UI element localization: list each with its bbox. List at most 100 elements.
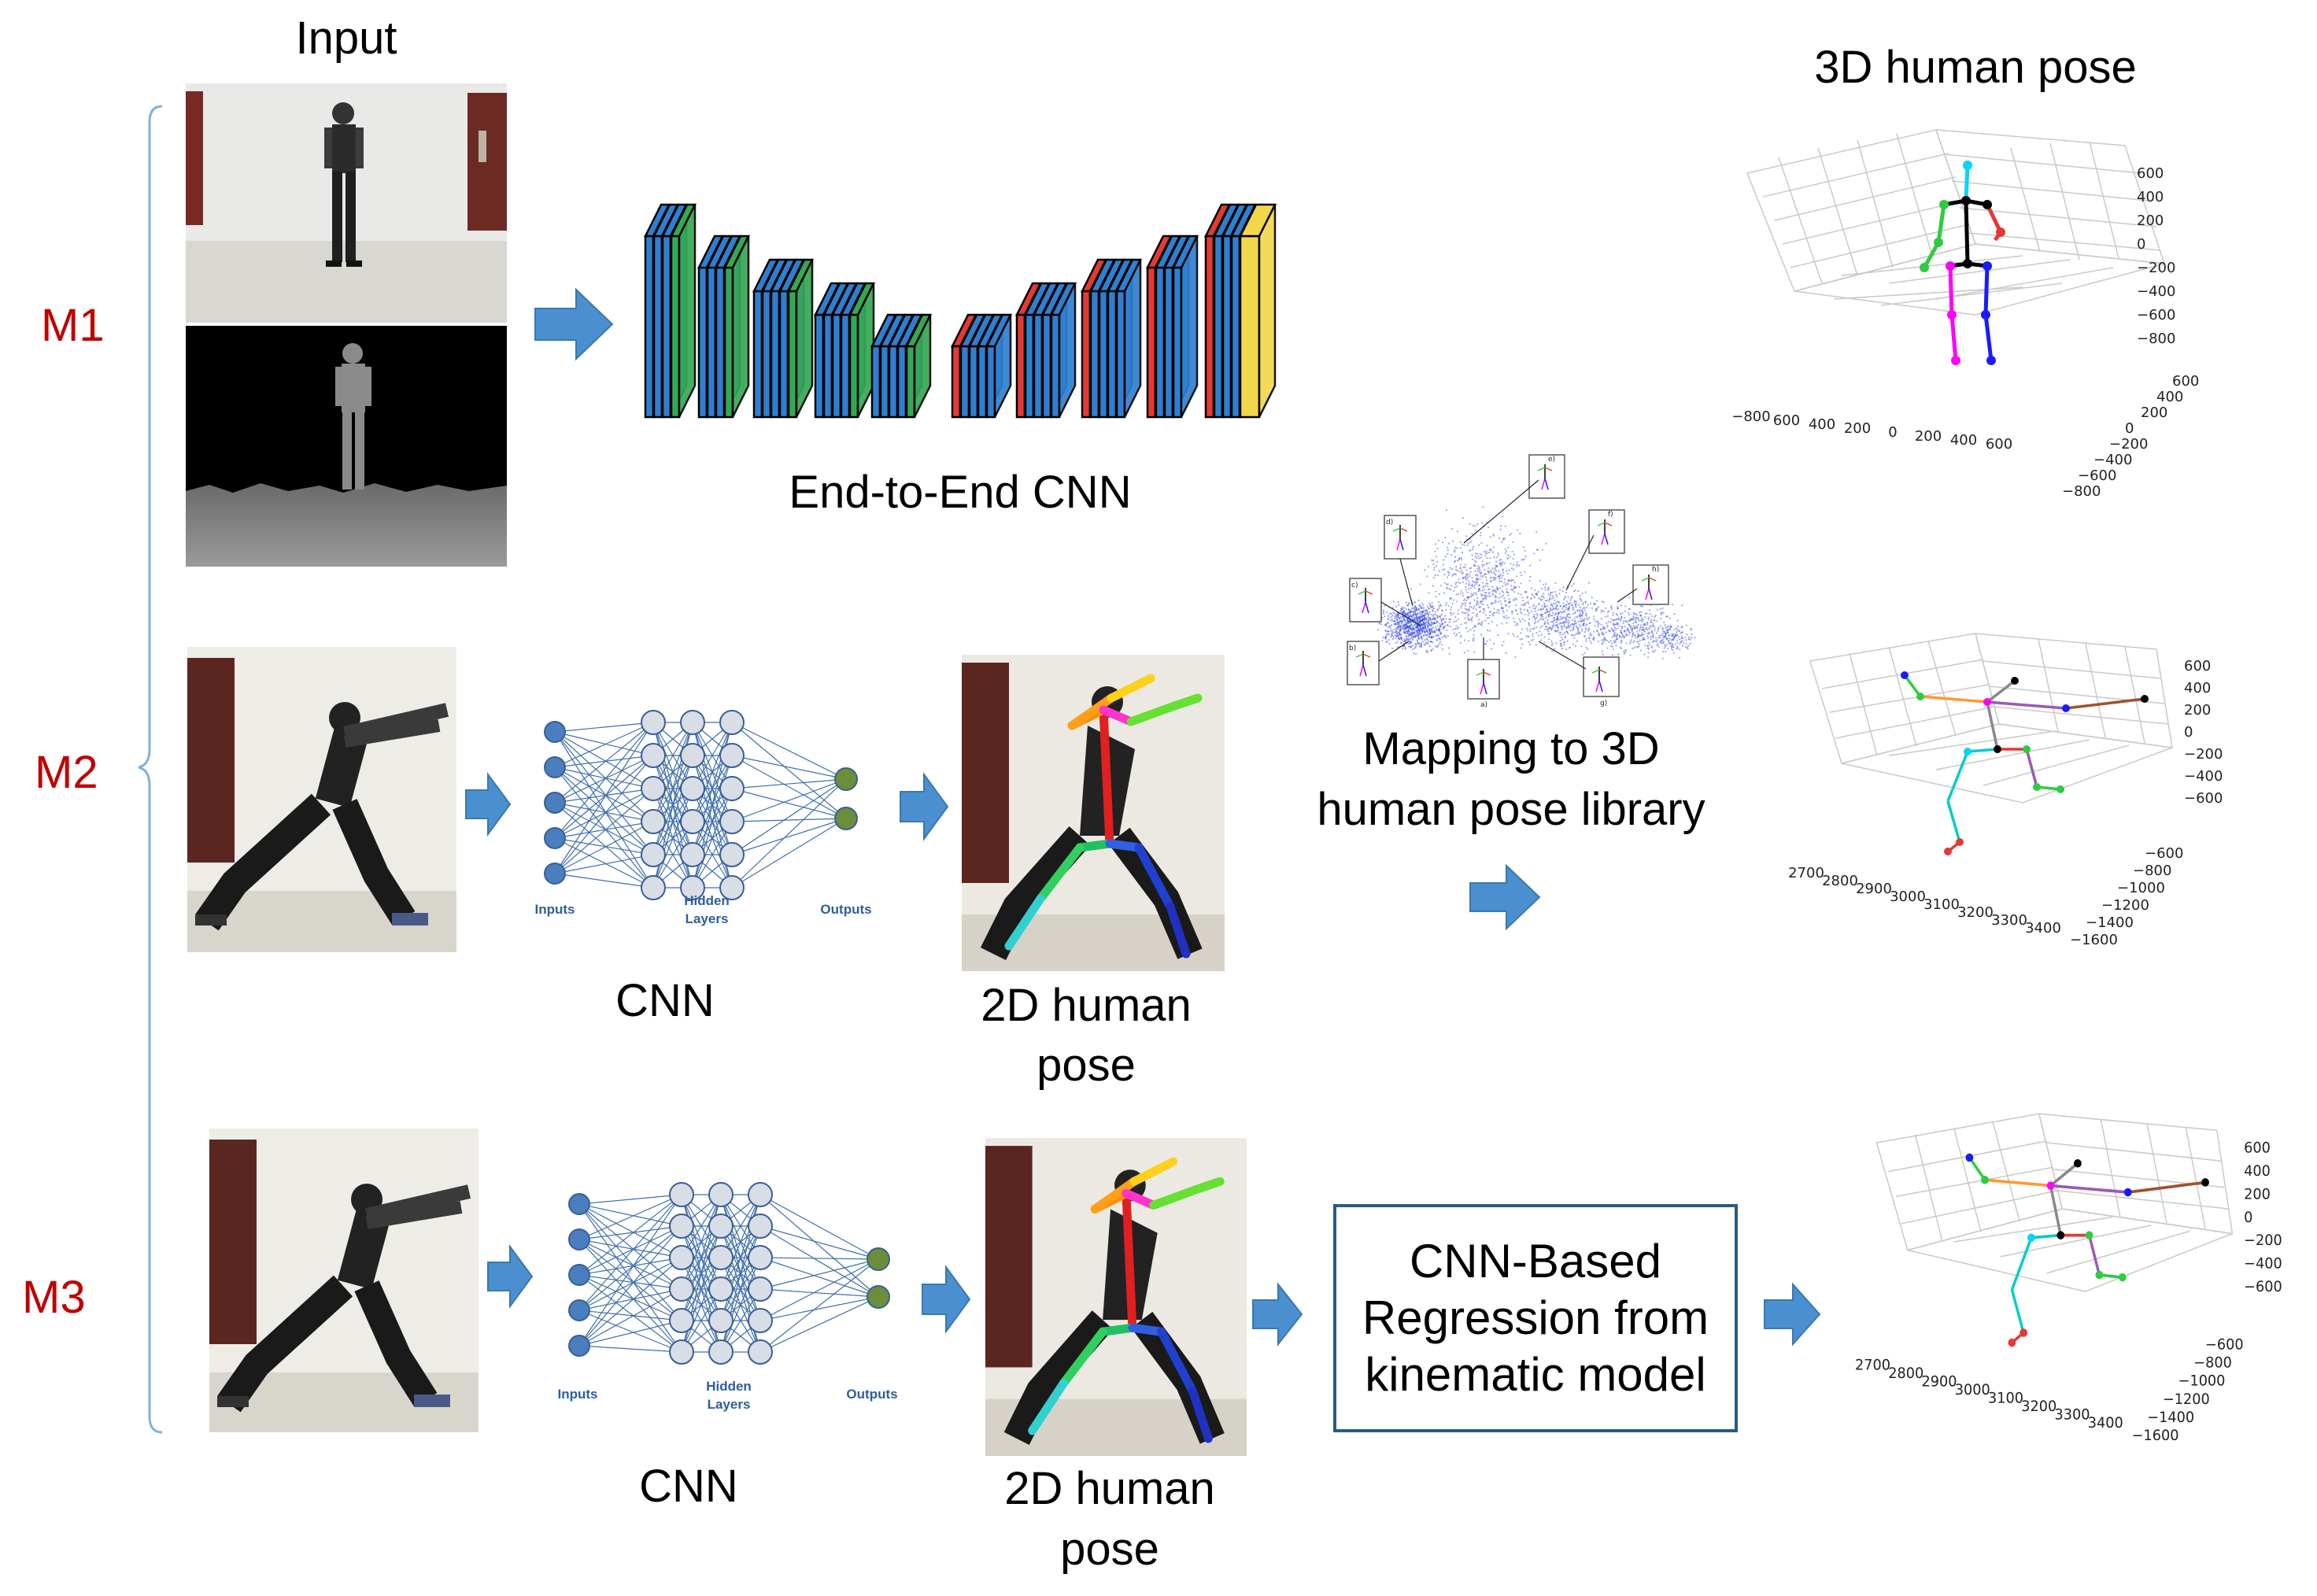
p3-x-tick: 2800	[1888, 1365, 1923, 1383]
nn-node	[708, 1308, 734, 1333]
p3-x-tick: 3400	[2088, 1415, 2123, 1432]
p2-z-tick: −200	[2184, 746, 2223, 763]
nn-node	[719, 710, 745, 735]
p1-z-tick: 400	[2137, 189, 2164, 205]
m2-nn-hidden-label-1: Hidden	[684, 893, 730, 908]
rows-bracket	[138, 105, 163, 1434]
p2-z-tick: 0	[2184, 724, 2193, 741]
cnn-layer-slab	[1171, 235, 1199, 419]
p2-z-tick: −400	[2184, 768, 2223, 785]
nn-node	[708, 1276, 734, 1302]
p3-y-tick: −1200	[2163, 1391, 2210, 1408]
cnn-layer-slab	[848, 282, 876, 419]
p2-y-tick: −1600	[2070, 932, 2118, 944]
nn-node	[708, 1339, 734, 1365]
p1-y-tick: −400	[2093, 452, 2132, 468]
p2-z-tick: 200	[2184, 702, 2211, 719]
nn-node	[708, 1214, 734, 1239]
regression-line3: kinematic model	[1365, 1348, 1706, 1401]
cnn-layer-slab	[1114, 258, 1143, 419]
lib-label: g)	[1600, 700, 1607, 707]
lib-label: h)	[1652, 566, 1659, 574]
lib-label: a)	[1480, 701, 1487, 709]
row-label-m3: M3	[22, 1272, 86, 1323]
p1-y-tick: −200	[2109, 436, 2148, 453]
row-label-m2: M2	[35, 747, 98, 798]
input-title: Input	[295, 13, 397, 64]
nn-node	[834, 767, 858, 791]
nn-node	[544, 863, 566, 885]
nn-node	[680, 875, 705, 900]
p1-y-tick: 600	[2172, 373, 2199, 390]
nn-node	[680, 743, 705, 768]
p1-z-tick: −400	[2137, 283, 2175, 300]
nn-node	[568, 1264, 590, 1286]
m2-input-image	[187, 647, 456, 952]
nn-node	[680, 776, 705, 801]
p2-y-tick: −600	[2145, 845, 2183, 862]
p2-y-tick: −800	[2133, 863, 2171, 879]
nn-node	[568, 1193, 590, 1215]
nn-node	[641, 842, 666, 867]
nn-node	[748, 1182, 773, 1207]
lib-label: e)	[1548, 456, 1555, 464]
nn-node	[867, 1285, 890, 1309]
p1-x-tick: 200	[1844, 420, 1871, 437]
p3-z-tick: 600	[2244, 1140, 2271, 1157]
m2-nn-outputs-label: Outputs	[820, 902, 872, 917]
nn-node	[544, 792, 566, 814]
p1-y-tick: 0	[2125, 420, 2134, 437]
regression-line1: CNN-Based	[1409, 1235, 1662, 1288]
nn-node	[834, 807, 858, 830]
mapping-label-line1: Mapping to 3D	[1362, 723, 1660, 774]
m3-nn-inputs-label: Inputs	[557, 1387, 598, 1402]
p3-z-tick: 400	[2244, 1162, 2271, 1180]
m3-arrow-2d-to-regression	[1251, 1281, 1305, 1347]
p3-x-tick: 3300	[2055, 1406, 2090, 1424]
p2-x-tick: 3400	[2025, 920, 2061, 937]
p1-x-tick: 200	[1915, 428, 1942, 445]
nn-node	[867, 1247, 890, 1271]
nn-node	[669, 1214, 694, 1239]
p2-z-tick: 400	[2184, 680, 2211, 696]
p1-y-tick: 200	[2141, 405, 2167, 421]
m3-nn-hidden-label-2: Layers	[707, 1397, 751, 1412]
cnn-layer-slab	[786, 258, 815, 419]
nn-node	[544, 827, 566, 849]
m2-2d-pose-label-line1: 2D human	[981, 980, 1192, 1031]
m1-rgb-image	[186, 83, 507, 323]
p2-x-tick: 2800	[1822, 873, 1858, 889]
p3-z-tick: −600	[2244, 1278, 2282, 1295]
m3-cnn-network	[556, 1173, 902, 1385]
cnn-layer-slab	[904, 313, 933, 419]
p1-x-tick: −800	[1731, 408, 1770, 425]
m3-input-image	[209, 1129, 479, 1432]
m3-cnn-label: CNN	[639, 1461, 738, 1512]
p3-y-tick: −800	[2193, 1354, 2232, 1372]
nn-node	[669, 1308, 694, 1333]
p3-y-tick: −1600	[2132, 1427, 2179, 1440]
p3-y-tick: −1400	[2147, 1409, 2194, 1426]
p1-x-tick: 0	[1888, 424, 1897, 441]
m2-cnn-network	[535, 693, 866, 929]
p1-y-tick: −600	[2078, 467, 2116, 484]
p3-z-tick: −400	[2244, 1255, 2282, 1273]
cnn-layer-slab	[1238, 203, 1277, 419]
p3-x-tick: 3100	[1988, 1390, 2023, 1407]
m2-arrow-image-to-cnn	[464, 771, 513, 837]
pose3d-plot-m2: 600 400 200 0 −200 −400 −600 2700 2800 2…	[1787, 630, 2235, 948]
p2-x-tick: 2900	[1856, 881, 1892, 897]
m2-nn-hidden-label-2: Layers	[685, 911, 729, 926]
nn-node	[719, 842, 745, 867]
cnn-layer-slab	[1049, 282, 1077, 419]
p3-z-tick: −200	[2244, 1232, 2282, 1250]
p3-y-tick: −1000	[2178, 1372, 2226, 1390]
nn-node	[669, 1245, 694, 1270]
cnn-layer-slab	[669, 203, 697, 419]
nn-node	[719, 776, 745, 801]
m3-arrow-image-to-cnn	[486, 1243, 535, 1310]
p2-z-tick: 600	[2184, 658, 2211, 674]
m3-2d-pose-image	[985, 1138, 1247, 1456]
nn-node	[568, 1228, 590, 1251]
pose3d-plot-m1: 600 400 200 0 −200 −400 −600 −800 −800 6…	[1716, 126, 2204, 500]
